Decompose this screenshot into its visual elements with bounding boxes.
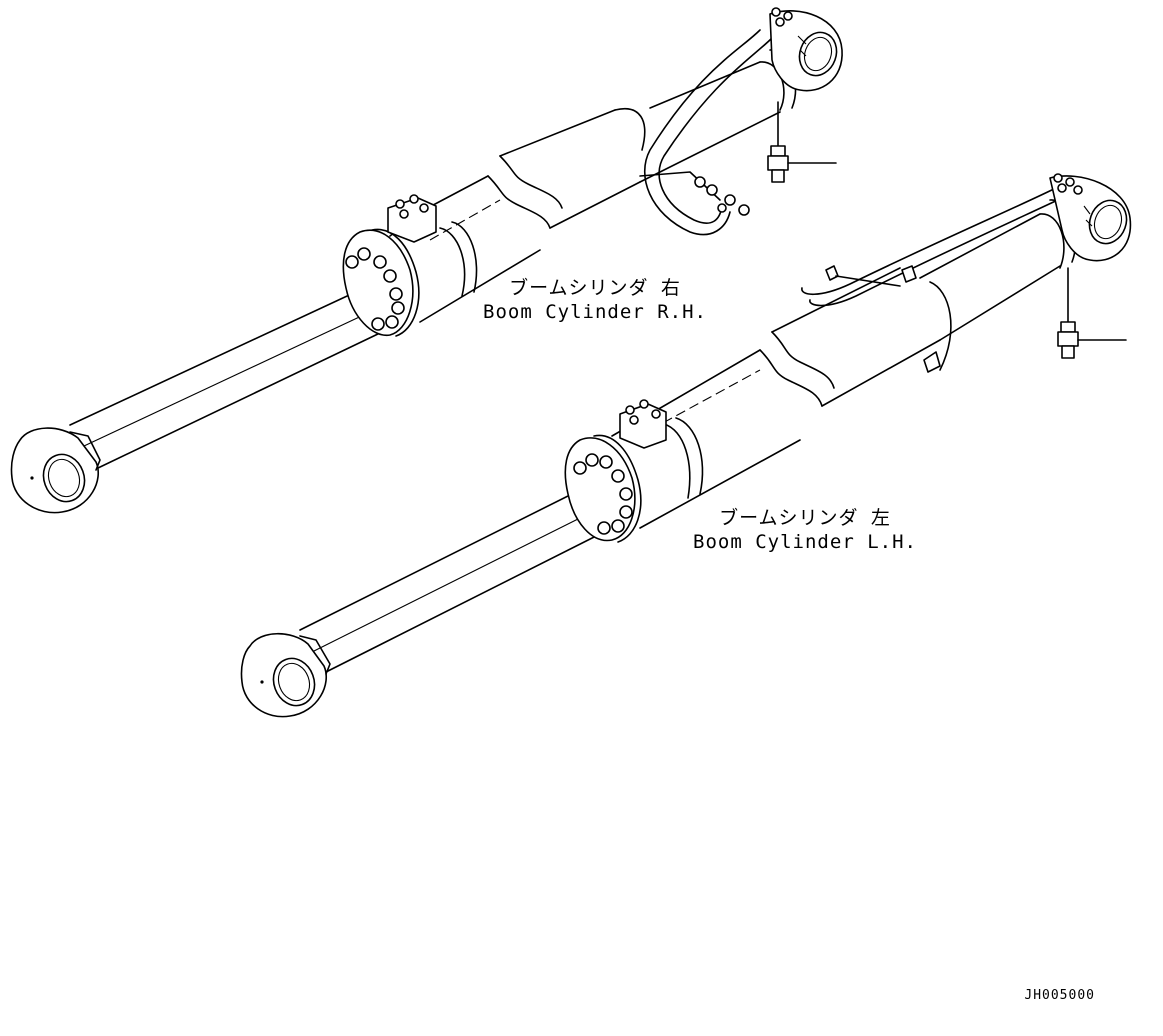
label-lh-english: Boom Cylinder L.H. [693,531,917,553]
hydraulic-pipe-lh [801,185,1063,373]
rod-eye-rh [10,427,101,514]
label-boom-cylinder-rh: ブームシリンダ 右 Boom Cylinder R.H. [470,276,720,324]
label-boom-cylinder-lh: ブームシリンダ 左 Boom Cylinder L.H. [680,506,930,554]
drawing-code: JH005000 [1024,988,1095,1003]
grease-fitting-rh [767,101,837,183]
head-flange-rh [342,228,420,337]
head-flange-lh [564,434,642,543]
piston-rod-rh [69,289,381,469]
label-rh-english: Boom Cylinder R.H. [483,301,707,323]
cylinder-tube-lh [611,199,1077,529]
port-block-rh [387,194,437,243]
bottom-eye-lh [1049,173,1132,262]
label-lh-japanese: ブームシリンダ 左 [719,507,891,529]
cylinder-tube-rh [389,49,797,323]
bottom-eye-rh [769,7,843,92]
hydraulic-pipe-rh [639,29,773,236]
rod-eye-lh [240,633,331,718]
boom-cylinder-lh [240,173,1132,718]
label-rh-japanese: ブームシリンダ 右 [509,277,681,299]
piston-rod-lh [299,489,613,673]
boom-cylinder-rh [10,7,843,514]
port-block-lh [619,399,667,449]
grease-fitting-lh [1057,267,1127,359]
